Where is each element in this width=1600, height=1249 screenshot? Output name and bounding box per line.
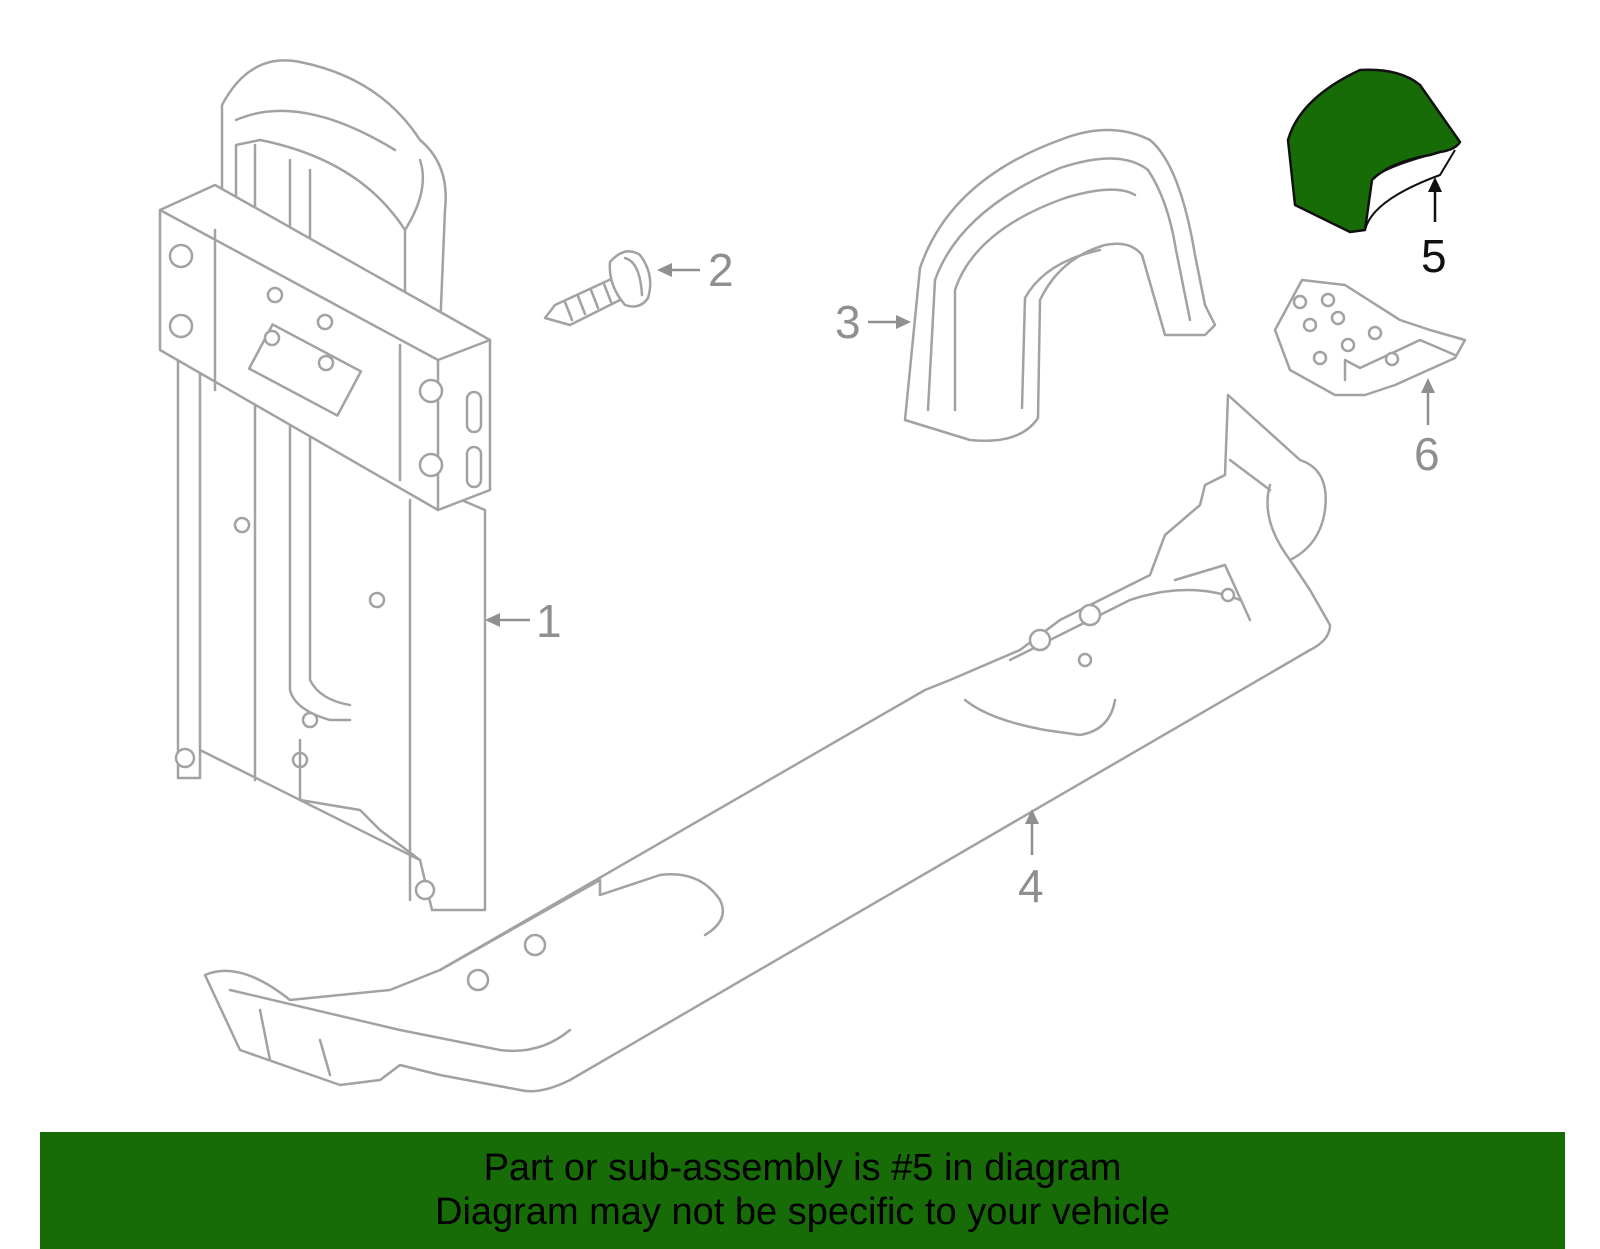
svg-text:6: 6	[1414, 428, 1440, 480]
part-2-screw[interactable]	[543, 250, 652, 327]
svg-text:4: 4	[1018, 860, 1044, 912]
callout-2: 2	[657, 244, 734, 296]
part-info-banner: Part or sub-assembly is #5 in diagram Di…	[40, 1132, 1565, 1249]
svg-text:5: 5	[1421, 230, 1447, 282]
banner-line-disclaimer: Diagram may not be specific to your vehi…	[435, 1191, 1170, 1233]
parts-diagram: 1 2 3 4 5 6	[158, 59, 1467, 1093]
callout-3: 3	[835, 296, 911, 348]
callout-1: 1	[485, 595, 562, 647]
part-6-bracket[interactable]	[1273, 278, 1467, 397]
part-1-frame[interactable]	[158, 59, 492, 912]
callout-4: 4	[1018, 809, 1044, 912]
banner-line-part: Part or sub-assembly is #5 in diagram	[483, 1147, 1122, 1189]
part-3-trim-arch[interactable]	[903, 128, 1217, 442]
svg-text:2: 2	[708, 244, 734, 296]
callout-5: 5	[1421, 177, 1447, 282]
part-4-side-rail[interactable]	[203, 393, 1332, 1093]
svg-text:1: 1	[536, 595, 562, 647]
callout-6: 6	[1414, 378, 1440, 480]
svg-text:3: 3	[835, 296, 861, 348]
part-5-cap[interactable]	[1286, 68, 1462, 234]
